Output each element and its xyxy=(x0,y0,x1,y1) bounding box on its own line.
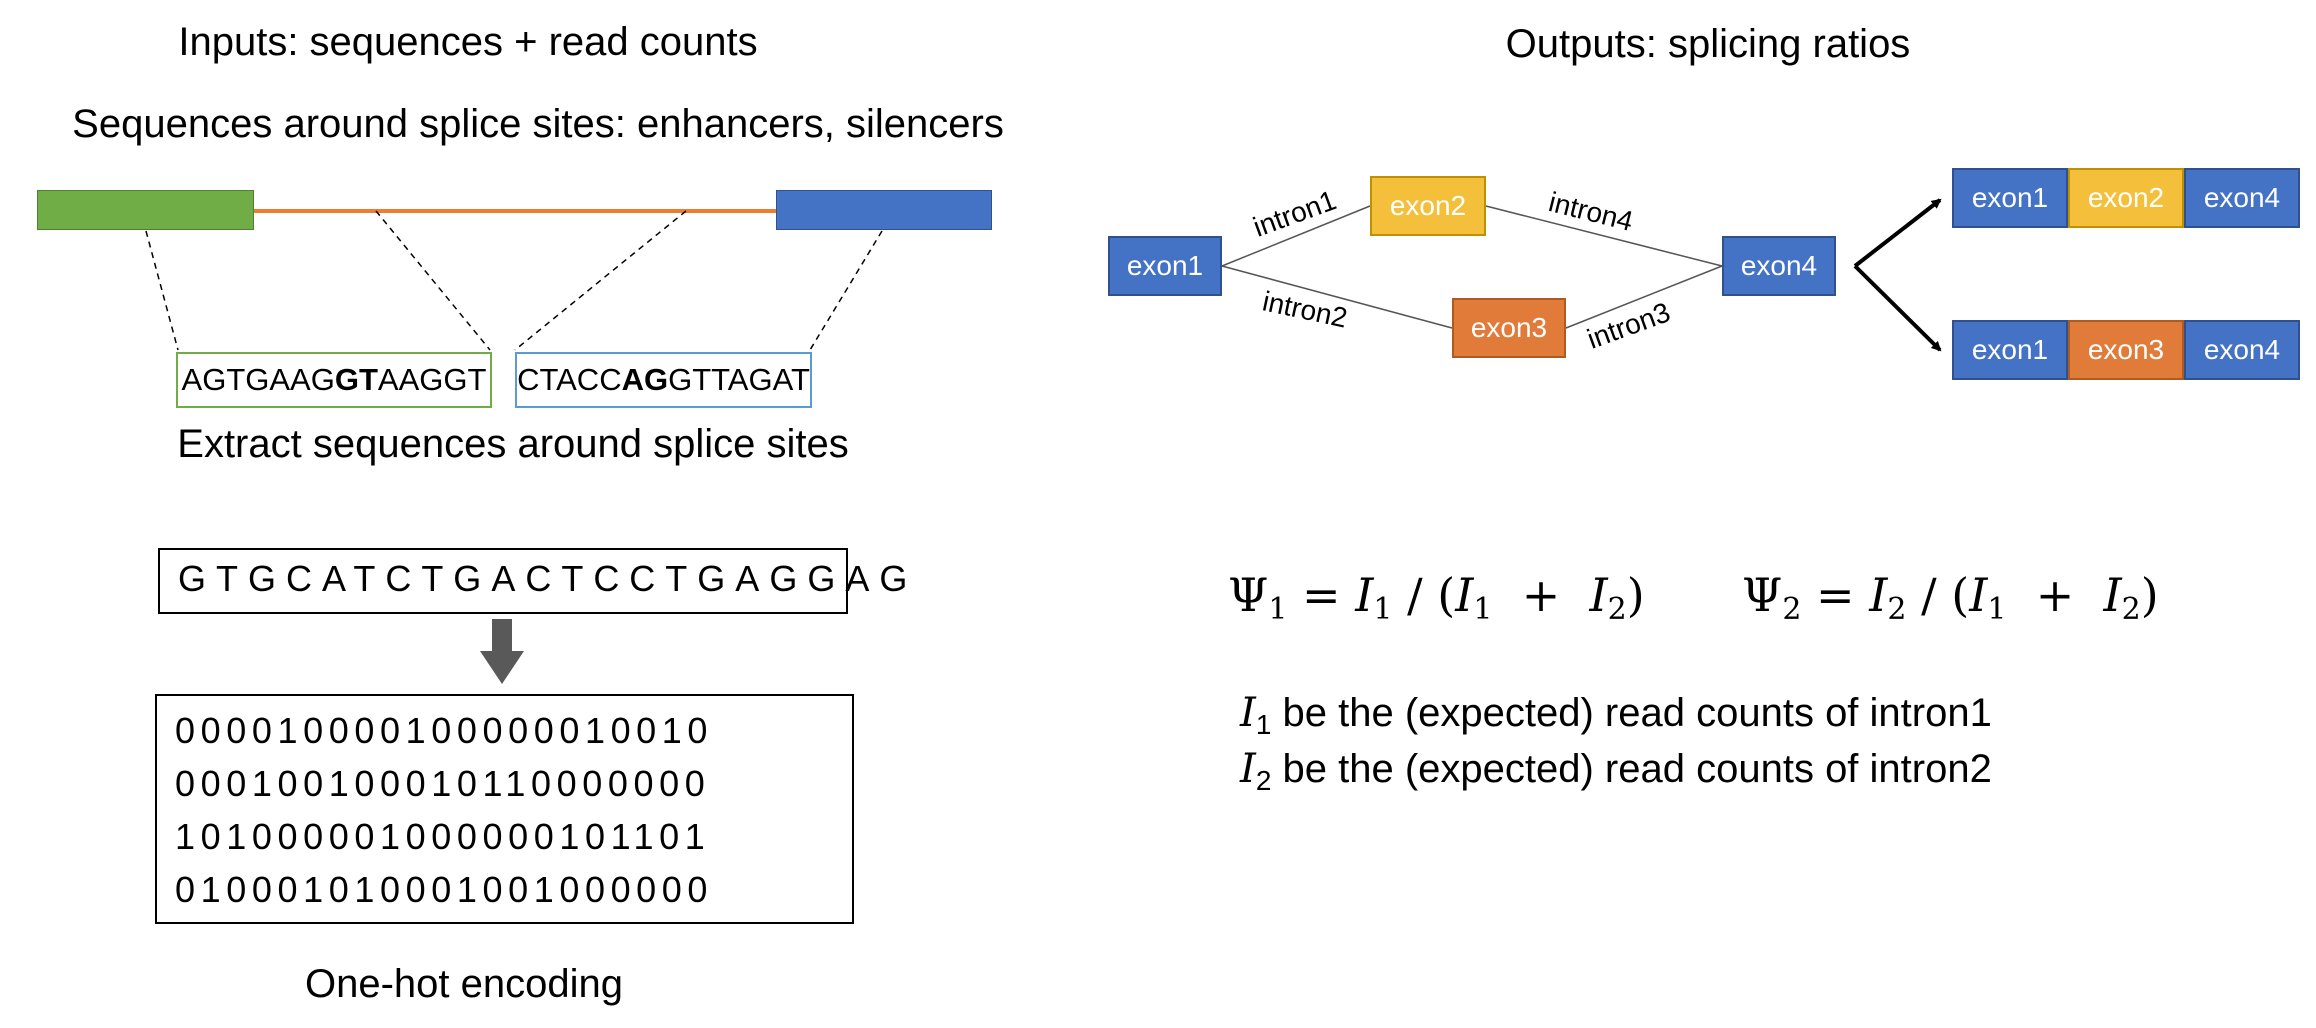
donor-seq-post: AAGGT xyxy=(377,362,487,397)
down-arrow-shaft xyxy=(492,619,512,651)
edge-intron4 xyxy=(1485,205,1723,267)
one-hot-row: 000100100010110000000 xyxy=(175,763,711,804)
one-hot-row: 000010000100000010010 xyxy=(175,710,714,751)
zoom-line xyxy=(809,230,883,351)
gene-sequence-box: GTGCATCTGACTCCTGAGGAG xyxy=(158,548,907,614)
outputs-title: Outputs: splicing ratios xyxy=(1505,22,1911,66)
edge-intron3 xyxy=(1565,265,1723,329)
graph-exon2: exon2 xyxy=(1370,176,1486,236)
zoom-line xyxy=(514,210,687,351)
acceptor-seq-post: GTTAGAT xyxy=(668,362,810,397)
zoom-line xyxy=(145,230,179,351)
one-hot-matrix-box: 000010000100000010010 000100100010110000… xyxy=(155,694,854,924)
extract-caption: Extract sequences around splice sites xyxy=(177,422,849,466)
encoding-caption: One-hot encoding xyxy=(304,962,624,1006)
one-hot-row: 101000001000000101101 xyxy=(175,816,711,857)
inputs-title: Inputs: sequences + read counts xyxy=(178,20,758,64)
graph-exon3: exon3 xyxy=(1452,298,1566,358)
arrow-isoform1 xyxy=(1853,198,1942,268)
genomic-exon-right xyxy=(776,190,992,230)
isoform1-exon1: exon1 xyxy=(1952,168,2068,228)
edge-intron1 xyxy=(1221,205,1371,267)
gene-sequence: GTGCATCTGACTCCTGAGGAG xyxy=(178,558,918,599)
acceptor-seq-dinucleotide: AG xyxy=(621,362,669,397)
isoform1-exon4: exon4 xyxy=(2184,168,2300,228)
isoform2-exon1: exon1 xyxy=(1952,320,2068,380)
isoform2-exon4: exon4 xyxy=(2184,320,2300,380)
graph-exon4: exon4 xyxy=(1722,236,1836,296)
donor-seq-pre: AGTGAAG xyxy=(181,362,335,397)
psi2-formula: Ψ2 = I2 / (I1 + I2) xyxy=(1742,568,2159,627)
sequences-subtitle: Sequences around splice sites: enhancers… xyxy=(72,102,1004,146)
acceptor-seq-pre: CTACC xyxy=(517,362,622,397)
psi1-formula: Ψ1 = I1 / (I1 + I2) xyxy=(1228,568,1645,627)
arrow-isoform2 xyxy=(1853,264,1942,352)
isoform2-exon3: exon3 xyxy=(2068,320,2184,380)
graph-exon1: exon1 xyxy=(1108,236,1222,296)
edge-intron2 xyxy=(1221,265,1453,329)
donor-seq-dinucleotide: GT xyxy=(334,362,378,397)
down-arrow-head xyxy=(480,651,524,684)
zoom-line xyxy=(375,210,491,351)
one-hot-row: 010001010001001000000 xyxy=(175,869,714,910)
definition-intron2: I2 be the (expected) read counts of intr… xyxy=(1240,746,1992,796)
definition-intron1: I1 be the (expected) read counts of intr… xyxy=(1240,690,1992,740)
genomic-exon-left xyxy=(37,190,254,230)
isoform1-exon2: exon2 xyxy=(2068,168,2184,228)
